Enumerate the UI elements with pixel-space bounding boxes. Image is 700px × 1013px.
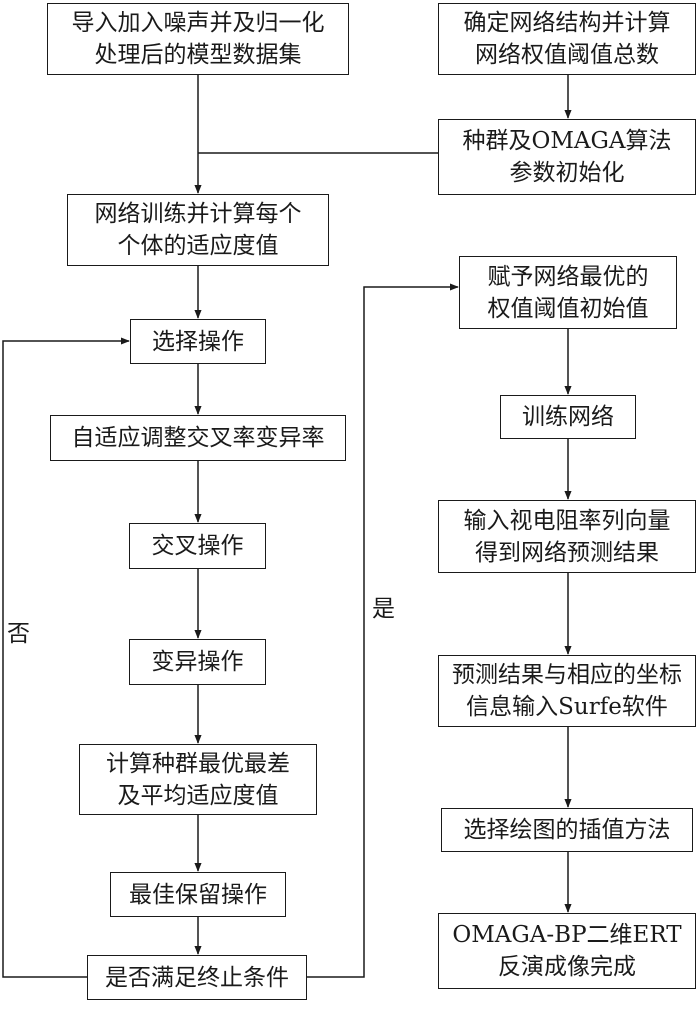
box-interp: 选择绘图的插值方法 <box>441 808 693 852</box>
box-crossover: 交叉操作 <box>129 523 266 569</box>
box-mutation: 变异操作 <box>129 639 266 685</box>
box-terminate: 是否满足终止条件 <box>87 955 307 1000</box>
edge-label-yes: 是 <box>372 596 395 622</box>
box-init: 种群及OMAGA算法 参数初始化 <box>438 119 696 195</box>
box-calc-fitness: 计算种群最优最差 及平均适应度值 <box>79 744 317 815</box>
box-elitism: 最佳保留操作 <box>110 872 286 917</box>
arrow-no-loop <box>2 337 130 978</box>
box-input: 输入视电阻率列向量 得到网络预测结果 <box>438 500 696 573</box>
box-train-fitness: 网络训练并计算每个 个体的适应度值 <box>67 194 329 266</box>
box-done: OMAGA-BP二维ERT 反演成像完成 <box>438 913 696 989</box>
edge-label-no: 否 <box>7 621 30 647</box>
box-select: 选择操作 <box>130 319 266 364</box>
box-dataset: 导入加入噪声并及归一化 处理后的模型数据集 <box>47 3 349 75</box>
arrow-yes-path <box>307 283 459 978</box>
box-train-net: 训练网络 <box>500 395 636 439</box>
box-structure: 确定网络结构并计算 网络权值阈值总数 <box>438 3 696 75</box>
box-assign: 赋予网络最优的 权值阈值初始值 <box>459 256 677 329</box>
box-adaptive: 自适应调整交叉率变异率 <box>50 415 346 461</box>
box-surfer: 预测结果与相应的坐标 信息输入Surfe软件 <box>438 655 696 727</box>
